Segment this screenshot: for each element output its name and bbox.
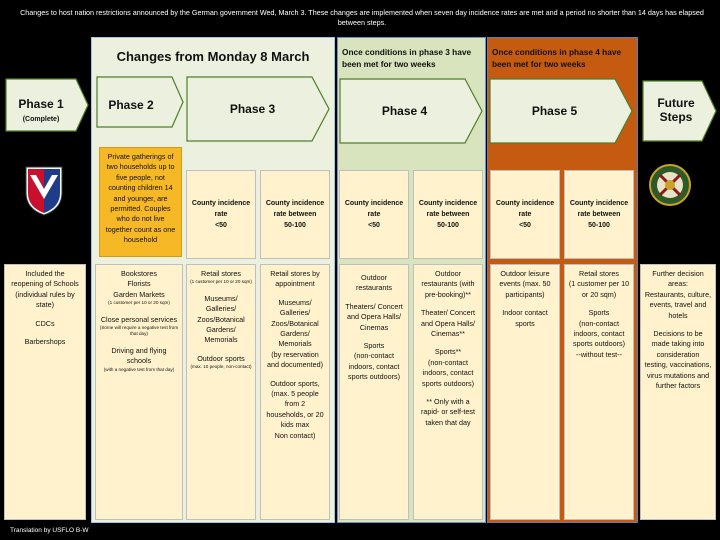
phase-4-lt50-details: Outdoor restaurants Theaters/ Concert an…	[339, 264, 409, 520]
phase-1-details: Included the reopening of Schools (indiv…	[4, 264, 86, 520]
arrow-phase-4	[339, 78, 483, 144]
header-phase-4: Once conditions in phase 3 have been met…	[342, 47, 472, 69]
phase-3-50-100-details: Retail stores by appointment Museums/ Ga…	[260, 264, 330, 520]
future-steps-details: Further decision areas: Restaurants, cul…	[640, 264, 716, 520]
shield-logo-icon	[25, 166, 63, 216]
arrow-phase-2	[96, 76, 184, 128]
footer-translation: Translation by USFLO B-W	[10, 527, 89, 534]
arrow-phase-1	[5, 78, 89, 132]
header-changes-8-march: Changes from Monday 8 March	[116, 49, 310, 64]
unit-crest-icon	[649, 164, 691, 206]
phase-4-label: Phase 4	[381, 104, 428, 118]
arrow-phase-5	[489, 78, 633, 144]
phase-5-label: Phase 5	[531, 104, 578, 118]
phase-5-50-100-details: Retail stores (1 customer per 10 or 20 s…	[564, 264, 634, 520]
phase-2-gatherings-box: Private gatherings of two households up …	[99, 147, 182, 257]
top-note: Changes to host nation restrictions anno…	[20, 8, 704, 27]
arrow-phase-3	[186, 76, 330, 142]
phase-3-lt50-details: Retail stores (1 customer per 10 or 20 s…	[186, 264, 256, 520]
future-steps-label: Future Steps	[657, 96, 695, 124]
phase-4-50-100-details: Outdoor restaurants (with pre-booking)**…	[413, 264, 483, 520]
header-phase-5: Once conditions in phase 4 have been met…	[492, 47, 622, 69]
phase-5-lt50-details: Outdoor leisure events (max. 50 particip…	[490, 264, 560, 520]
phase-2-details: Bookstores Florists Garden Markets (1 cu…	[95, 264, 183, 520]
phase-1-label: Phase 1 (Complete)	[18, 97, 64, 123]
phase-2-label: Phase 2	[108, 98, 154, 112]
phase-3-label: Phase 3	[229, 102, 276, 116]
arrow-future-steps	[642, 80, 717, 142]
